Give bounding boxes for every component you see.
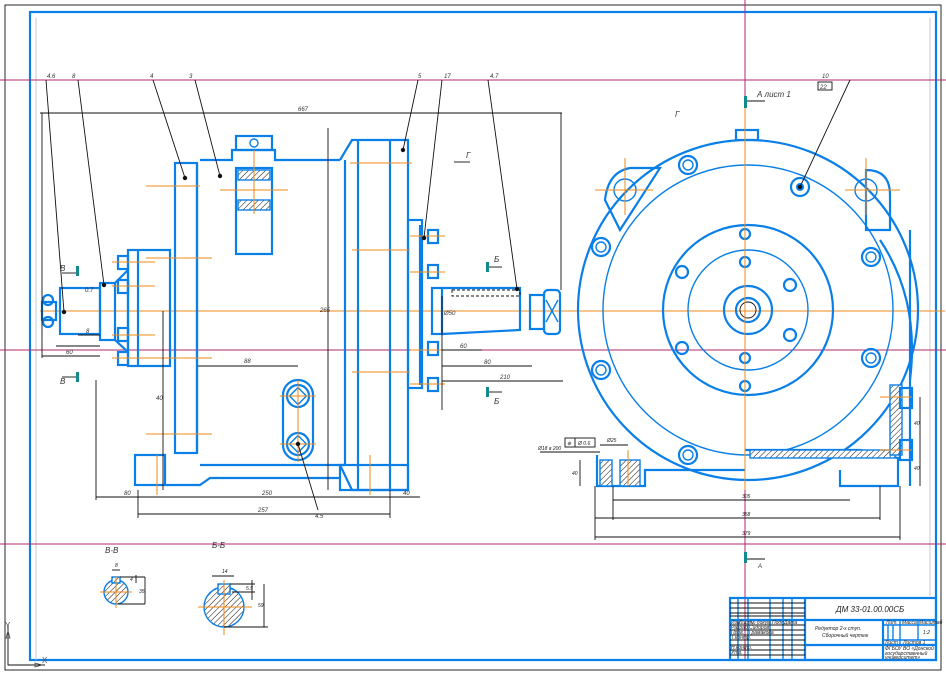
section-vv-h2: 35 xyxy=(139,589,145,595)
section-bb-label: Б-Б xyxy=(212,541,225,550)
title-scale-value: 1:2 xyxy=(923,630,930,636)
title-row-ncontrol-role: Н.контр. xyxy=(731,645,752,651)
dim-left-shaft: 60 xyxy=(66,350,73,356)
section-bb: Б-Б 14 5.5 59 xyxy=(198,541,268,635)
title-col-scale: Масштаб xyxy=(919,620,943,626)
callout-5: 5 xyxy=(418,74,422,80)
dim-bottom-1: 80 xyxy=(124,491,131,497)
section-mark-b-bottom: Б xyxy=(494,397,499,406)
axis-indicator: Y X xyxy=(5,621,48,668)
section-mark-a-bottom: А xyxy=(757,564,762,570)
title-row-developer-role: Разраб. xyxy=(731,625,749,631)
section-vv: В-В 8 4 35 xyxy=(100,546,146,608)
title-doc-number: ДМ 33-01.00.00СБ xyxy=(835,605,904,614)
title-org-1: ФГБОУ ВО «Донской xyxy=(885,645,934,652)
sheet-outer-frame xyxy=(4,4,942,671)
callout-4-5: 4.5 xyxy=(315,514,324,520)
title-row-checker-role: Пров. xyxy=(731,630,744,636)
callout-17: 17 xyxy=(444,74,451,80)
view-ref-label: А лист 1 xyxy=(756,90,791,99)
dim-height-axis: 265 xyxy=(319,308,331,314)
section-bb-width: 14 xyxy=(222,569,228,575)
section-mark-v-bottom: В xyxy=(60,377,66,386)
title-sheets: Листов 1 xyxy=(902,640,926,646)
callout-10: 10 xyxy=(822,74,829,80)
callout-8: 8 xyxy=(72,74,76,80)
dim-side-h1: 40 xyxy=(914,466,920,472)
callouts-front: 4.6 8 4 3 5 17 4.7 4.5 xyxy=(45,74,520,520)
dimensions-side: Ø18 в 200 Ø 0.6 ⊕ Ø25 40 305 358 379 40 … xyxy=(537,397,921,540)
tolerance-ref: Ø18 в 200 xyxy=(537,446,561,452)
section-bb-h1: 5.5 xyxy=(246,586,253,592)
dim-left-shaft-key: 8 xyxy=(86,329,90,335)
view-mark-g: Г xyxy=(466,151,471,160)
dim-bottom-total: 257 xyxy=(257,508,269,514)
dim-right-shaft-1: 60 xyxy=(460,344,467,350)
dim-bottom-2: 250 xyxy=(261,491,273,497)
title-row-header-izm: Изм. xyxy=(731,620,742,626)
dim-overall-length: 667 xyxy=(298,107,309,113)
dim-foot-height: 40 xyxy=(156,396,163,402)
tolerance-symbol: ⊕ xyxy=(567,441,572,447)
section-vv-width: 8 xyxy=(115,563,118,569)
side-view: 10 22 xyxy=(576,74,920,490)
title-col-lit: Лит. xyxy=(885,620,898,626)
dim-key-size: 0.7 xyxy=(85,288,94,294)
title-line-2: Сборочный чертеж xyxy=(822,632,869,639)
side-view-label: Г xyxy=(675,110,680,119)
sheet-inner-frame xyxy=(28,10,938,662)
section-mark-v-top: В xyxy=(60,264,66,273)
title-org-2: государственный xyxy=(885,650,928,657)
title-org-3: университет» xyxy=(884,655,920,661)
section-vv-h1: 4 xyxy=(130,577,133,583)
callout-3: 3 xyxy=(189,74,193,80)
section-markers: В В Б Б Г А лист 1 А Г xyxy=(60,90,791,570)
title-row-approved-role: Утв. xyxy=(731,650,742,656)
dim-mid-width: 88 xyxy=(244,359,251,365)
dimensions-front: 667 60 8 0.7 265 88 40 80 250 40 257 60 … xyxy=(40,107,563,518)
callout-4: 4 xyxy=(150,74,154,80)
dim-side-h-foot: 40 xyxy=(572,471,578,477)
title-row-header-date: Дата xyxy=(783,620,797,626)
axis-x-label: X xyxy=(42,656,48,665)
dim-side-2: 358 xyxy=(742,512,751,518)
title-row-developer-name: Сидоров xyxy=(749,625,769,631)
dim-right-shaft-3: 210 xyxy=(499,375,511,381)
callout-4-7: 4.7 xyxy=(490,74,499,80)
title-row-tcontrol-role: Т.контр. xyxy=(731,635,751,641)
dim-side-3: 379 xyxy=(742,531,751,537)
front-view xyxy=(40,134,562,495)
dim-right-shaft-dia: Ø50 xyxy=(443,311,456,317)
title-row-checker-name: Грамакова xyxy=(749,630,774,636)
section-mark-b-top: Б xyxy=(494,255,499,264)
dim-bottom-3: 40 xyxy=(403,491,410,497)
title-line-1: Редуктор 2-х ступ. xyxy=(815,626,861,632)
dim-right-shaft-2: 80 xyxy=(484,360,491,366)
axis-y-label: Y xyxy=(5,621,11,630)
title-sheet: Лист xyxy=(884,640,898,646)
title-row-header-sign: Подп. xyxy=(772,620,785,626)
title-col-mass: Масса xyxy=(902,620,917,626)
title-block: ДМ 33-01.00.00СБ Редуктор 2-х ступ. Сбор… xyxy=(728,596,943,662)
title-row-header-doc: № докум. xyxy=(750,620,772,626)
section-bb-h2: 59 xyxy=(258,603,264,609)
section-vv-label: В-В xyxy=(105,546,119,555)
callout-4-6: 4.6 xyxy=(47,74,56,80)
title-row-header-list: Лист xyxy=(738,620,752,626)
dim-side-1: 305 xyxy=(742,494,751,500)
dim-side-h2: 40 xyxy=(914,421,920,427)
dim-hole: Ø25 xyxy=(606,438,617,444)
tolerance-value: Ø 0.6 xyxy=(577,441,590,447)
callout-22: 22 xyxy=(819,85,827,91)
